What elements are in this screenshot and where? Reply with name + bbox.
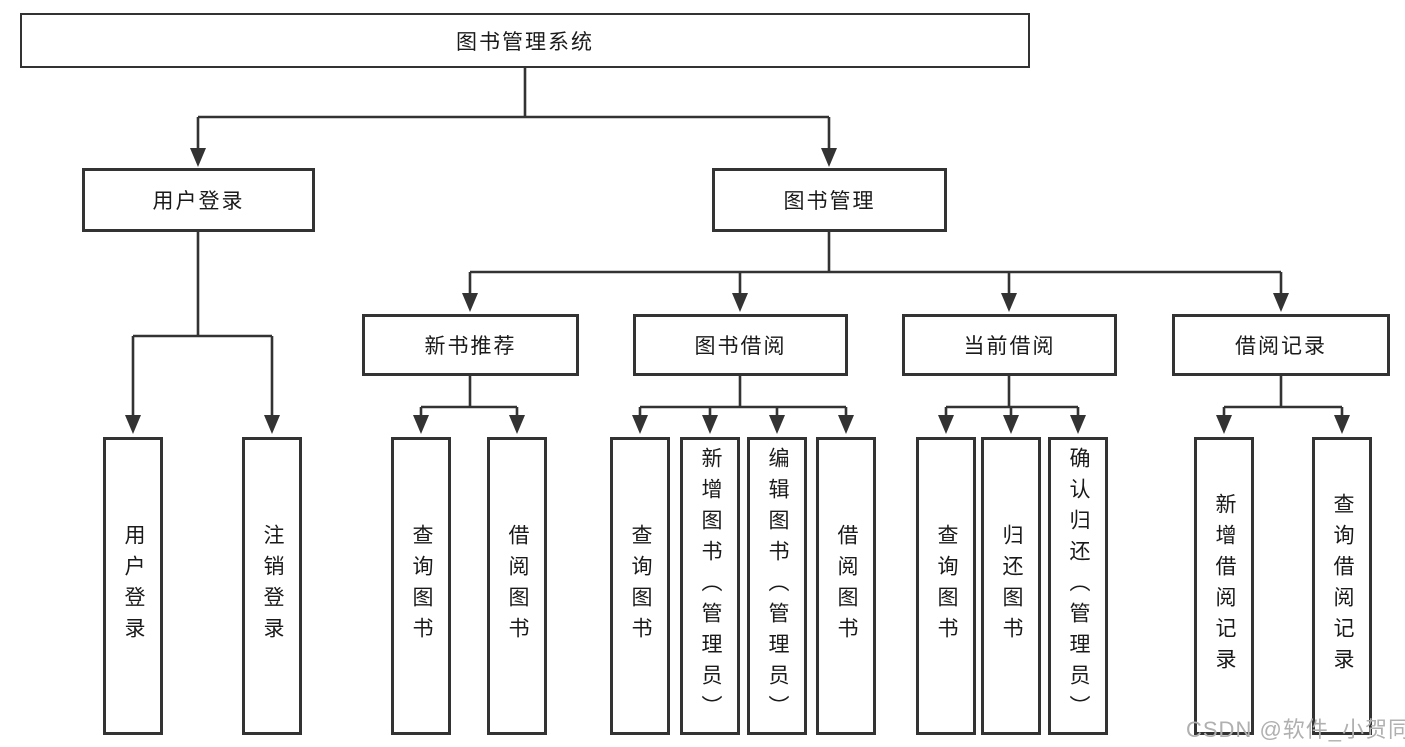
node-borrowing-records: 借阅记录 bbox=[1172, 314, 1390, 376]
node-root-library-system: 图书管理系统 bbox=[20, 13, 1030, 68]
arrow-down-icon bbox=[821, 148, 837, 167]
arrow-down-icon bbox=[462, 293, 478, 312]
leaf-add-borrow-record: 新增借阅记录 bbox=[1194, 437, 1254, 735]
arrow-down-icon bbox=[1070, 415, 1086, 434]
node-new-book-recommend: 新书推荐 bbox=[362, 314, 579, 376]
leaf-return-books: 归还图书 bbox=[981, 437, 1041, 735]
leaf-user-login: 用户登录 bbox=[103, 437, 163, 735]
arrow-down-icon bbox=[190, 148, 206, 167]
node-book-management: 图书管理 bbox=[712, 168, 947, 232]
arrow-down-icon bbox=[413, 415, 429, 434]
arrow-down-icon bbox=[264, 415, 280, 434]
leaf-query-books-current: 查询图书 bbox=[916, 437, 976, 735]
leaf-borrow-books-recommend: 借阅图书 bbox=[487, 437, 547, 735]
arrow-down-icon bbox=[1273, 293, 1289, 312]
connector-path bbox=[131, 68, 1344, 417]
leaf-add-books-admin: 新增图书（管理员） bbox=[680, 437, 740, 735]
arrow-down-icon bbox=[125, 415, 141, 434]
arrow-down-icon bbox=[1001, 293, 1017, 312]
arrow-down-icon bbox=[769, 415, 785, 434]
leaf-edit-books-admin: 编辑图书（管理员） bbox=[747, 437, 807, 735]
arrow-down-icon bbox=[938, 415, 954, 434]
leaf-query-borrow-record: 查询借阅记录 bbox=[1312, 437, 1372, 735]
leaf-logout-login: 注销登录 bbox=[242, 437, 302, 735]
leaf-borrow-books-borrowing: 借阅图书 bbox=[816, 437, 876, 735]
leaf-query-books-recommend: 查询图书 bbox=[391, 437, 451, 735]
arrow-down-icon bbox=[632, 415, 648, 434]
arrow-down-icon bbox=[1334, 415, 1350, 434]
leaf-confirm-return-admin: 确认归还（管理员） bbox=[1048, 437, 1108, 735]
arrow-down-icon bbox=[732, 293, 748, 312]
node-user-login: 用户登录 bbox=[82, 168, 315, 232]
connector-segments bbox=[131, 68, 1344, 417]
node-book-borrowing: 图书借阅 bbox=[633, 314, 848, 376]
arrow-down-icon bbox=[702, 415, 718, 434]
node-current-borrowing: 当前借阅 bbox=[902, 314, 1117, 376]
csdn-watermark: CSDN @软件_小贺同学 bbox=[1186, 717, 1405, 742]
arrow-down-icon bbox=[1216, 415, 1232, 434]
arrowheads bbox=[125, 148, 1350, 434]
leaf-query-books-borrowing: 查询图书 bbox=[610, 437, 670, 735]
arrow-down-icon bbox=[838, 415, 854, 434]
arrow-down-icon bbox=[509, 415, 525, 434]
arrow-down-icon bbox=[1003, 415, 1019, 434]
